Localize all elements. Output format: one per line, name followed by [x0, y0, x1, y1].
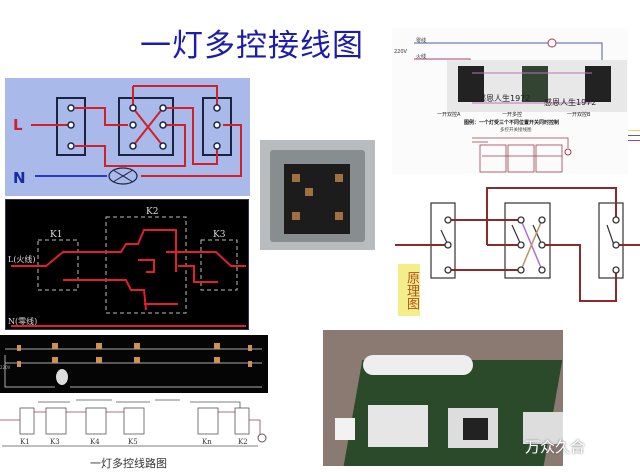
switch-label: Kn — [202, 438, 212, 446]
switch-mid-label: 一开多控 — [502, 111, 522, 118]
switch-back-photo — [260, 140, 375, 250]
switch-wiring-photo-diagram: 220V 零线 火线 感恩人生1972 感恩人生1972 一开双控A 一开多控 … — [392, 28, 628, 174]
k2-label: K2 — [146, 207, 158, 217]
k3-label: K3 — [213, 230, 226, 240]
switch-a-label: 一开双控A — [437, 111, 461, 118]
multi-switch-wiring-black: 220V — [0, 335, 268, 393]
voltage-label: 220V — [0, 365, 11, 370]
neutral-label: N(零线) — [8, 316, 37, 326]
neutral-label: N — [13, 169, 26, 187]
legend-text: 图例：一个灯受三个不同位置开关同时控制 — [464, 119, 559, 126]
page-title: 一灯多控接线图 — [140, 28, 364, 64]
watermark-text: 感恩人生1972 — [544, 97, 596, 107]
black-schematic: K1 K2 K3 L(火线) N(零线) — [5, 199, 249, 330]
switch-label: K2 — [238, 438, 248, 446]
principle-diagram: 原理图 — [390, 180, 640, 325]
blue-wiring-diagram: L N — [5, 78, 250, 196]
multi-switch-wiring-diagram: K1 K3 K4 K5 Kn K2 — [0, 398, 268, 454]
switch-b-label: 一开双控B — [567, 111, 591, 118]
neutral-wire-label: 零线 — [416, 37, 426, 44]
color-legend-strip — [628, 128, 640, 142]
principle-label: 原理图 — [398, 264, 420, 316]
live-label: L — [13, 116, 23, 134]
switch-label: K5 — [128, 438, 138, 446]
watermark-text: 感恩人生1972 — [478, 93, 530, 103]
diagram-caption: 一灯多控线路图 — [90, 457, 167, 470]
sub-caption: 多控开关接线图 — [500, 126, 532, 133]
switch-label: K4 — [90, 438, 100, 446]
voltage-label: 220V — [394, 49, 408, 55]
switch-label: K3 — [50, 438, 60, 446]
wiring-demo-photo — [323, 330, 563, 466]
switch-label: K1 — [20, 438, 30, 446]
live-wire-label: 火线 — [416, 53, 426, 60]
watermark: 万众久合 — [525, 438, 586, 456]
k1-label: K1 — [50, 230, 62, 240]
live-label: L(火线) — [8, 254, 36, 264]
